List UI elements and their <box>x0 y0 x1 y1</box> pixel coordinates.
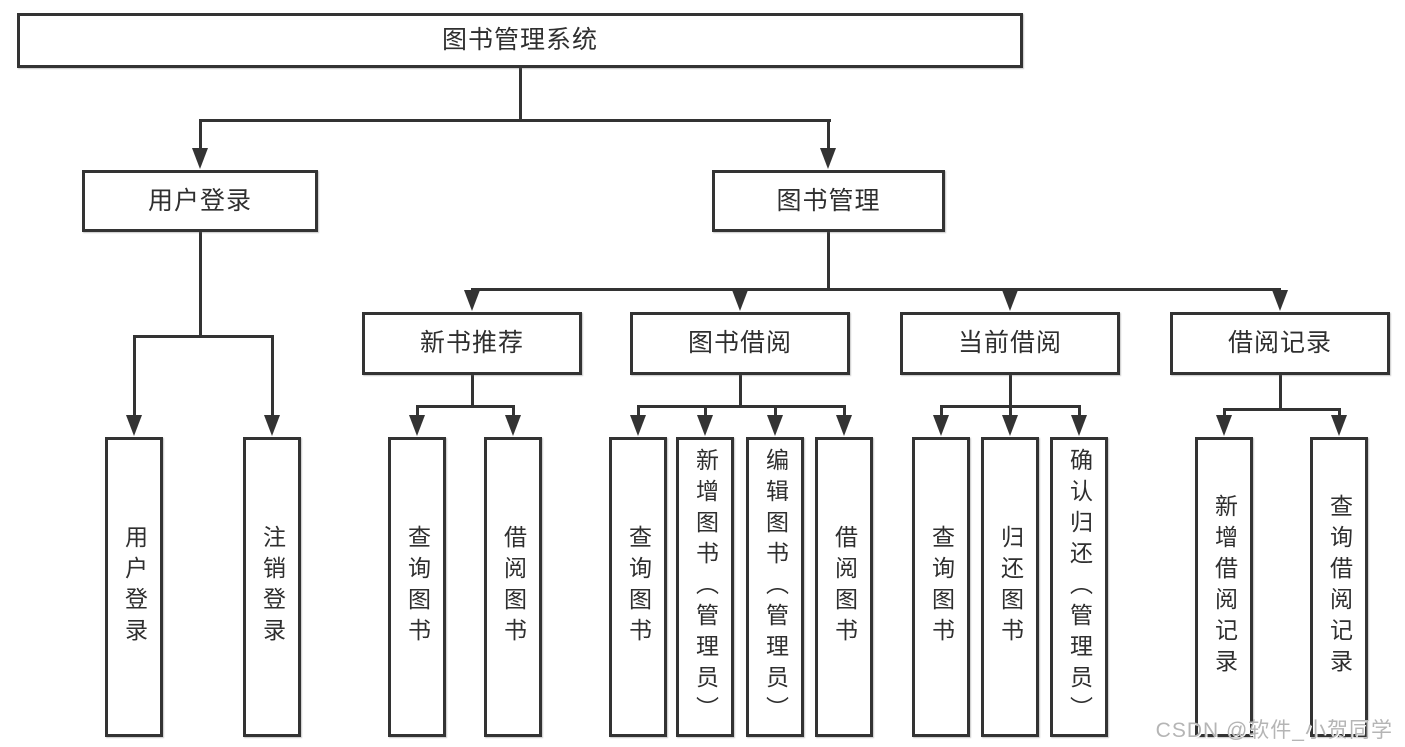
node-label: 新增借阅记录 <box>1211 494 1238 680</box>
connector-line <box>827 232 830 291</box>
arrowhead-down-icon <box>1002 290 1018 311</box>
arrowhead-down-icon <box>1216 415 1232 436</box>
connector-line <box>843 405 846 418</box>
arrowhead-down-icon <box>409 415 425 436</box>
node-label: 查询借阅记录 <box>1326 494 1353 680</box>
arrowhead-down-icon <box>1002 415 1018 436</box>
node-label: 查询图书 <box>404 525 431 649</box>
leaf-borrowing-borrow-books: 借阅图书 <box>815 437 873 737</box>
node-user-login: 用户登录 <box>82 170 318 232</box>
connector-line <box>1078 405 1081 418</box>
node-borrowing-records: 借阅记录 <box>1170 312 1390 375</box>
node-label: 归还图书 <box>997 525 1024 649</box>
connector-line <box>637 405 640 418</box>
leaf-confirm-return-admin: 确认归还（管理员） <box>1050 437 1108 737</box>
connector-line <box>199 232 202 338</box>
connector-line <box>1279 375 1282 411</box>
connector-line <box>827 119 830 151</box>
node-new-book-recommend: 新书推荐 <box>362 312 582 375</box>
leaf-add-books-admin: 新增图书（管理员） <box>676 437 734 737</box>
node-label: 借阅图书 <box>831 525 858 649</box>
connector-line <box>416 405 419 418</box>
leaf-add-borrow-record: 新增借阅记录 <box>1195 437 1253 737</box>
node-book-borrowing: 图书借阅 <box>630 312 850 375</box>
connector-line <box>704 405 707 418</box>
node-label: 新书推荐 <box>419 329 524 357</box>
arrowhead-down-icon <box>767 415 783 436</box>
node-label: 图书管理 <box>776 186 881 215</box>
leaf-current-query-books: 查询图书 <box>912 437 970 737</box>
connector-line <box>1223 408 1226 418</box>
connector-line <box>637 405 846 408</box>
connector-line <box>199 119 831 122</box>
arrowhead-down-icon <box>505 415 521 436</box>
connector-line <box>199 119 202 151</box>
connector-line <box>471 375 474 408</box>
node-label: 图书管理系统 <box>441 26 598 54</box>
connector-line <box>471 288 1281 291</box>
arrowhead-down-icon <box>836 415 852 436</box>
arrowhead-down-icon <box>820 148 836 169</box>
leaf-query-borrow-record: 查询借阅记录 <box>1310 437 1368 737</box>
connector-line <box>1009 405 1012 418</box>
connector-line <box>1009 375 1012 408</box>
arrowhead-down-icon <box>630 415 646 436</box>
connector-line <box>271 335 274 418</box>
leaf-newbook-borrow-books: 借阅图书 <box>484 437 542 737</box>
leaf-return-books: 归还图书 <box>981 437 1039 737</box>
arrowhead-down-icon <box>264 415 280 436</box>
leaf-user-login: 用户登录 <box>105 437 163 737</box>
node-root: 图书管理系统 <box>17 13 1023 68</box>
leaf-edit-books-admin: 编辑图书（管理员） <box>746 437 804 737</box>
node-label: 用户登录 <box>121 525 148 649</box>
node-label: 查询图书 <box>625 525 652 649</box>
arrowhead-down-icon <box>732 290 748 311</box>
connector-line <box>1223 408 1341 411</box>
connector-line <box>416 405 515 408</box>
connector-line <box>133 335 274 338</box>
arrowhead-down-icon <box>192 148 208 169</box>
arrowhead-down-icon <box>933 415 949 436</box>
leaf-logout: 注销登录 <box>243 437 301 737</box>
arrowhead-down-icon <box>1331 415 1347 436</box>
connector-line <box>739 375 742 408</box>
arrowhead-down-icon <box>697 415 713 436</box>
connector-line <box>1338 408 1341 418</box>
node-label: 当前借阅 <box>957 329 1062 357</box>
csdn-watermark: CSDN @软件_小贺同学 <box>1155 719 1393 742</box>
node-book-management: 图书管理 <box>712 170 945 232</box>
node-label: 新增图书（管理员） <box>692 447 719 727</box>
node-label: 图书借阅 <box>687 329 792 357</box>
connector-line <box>774 405 777 418</box>
connector-line <box>133 335 136 418</box>
connector-line <box>940 405 943 418</box>
node-label: 编辑图书（管理员） <box>762 447 789 727</box>
node-label: 借阅记录 <box>1227 329 1332 357</box>
connector-line <box>519 68 522 122</box>
node-label: 借阅图书 <box>500 525 527 649</box>
arrowhead-down-icon <box>464 290 480 311</box>
arrowhead-down-icon <box>1071 415 1087 436</box>
node-label: 查询图书 <box>928 525 955 649</box>
connector-line <box>512 405 515 418</box>
node-label: 注销登录 <box>259 525 286 649</box>
node-label: 确认归还（管理员） <box>1066 447 1093 727</box>
leaf-borrowing-query-books: 查询图书 <box>609 437 667 737</box>
arrowhead-down-icon <box>1272 290 1288 311</box>
leaf-newbook-query-books: 查询图书 <box>388 437 446 737</box>
arrowhead-down-icon <box>126 415 142 436</box>
node-current-borrowing: 当前借阅 <box>900 312 1120 375</box>
node-label: 用户登录 <box>147 186 252 215</box>
